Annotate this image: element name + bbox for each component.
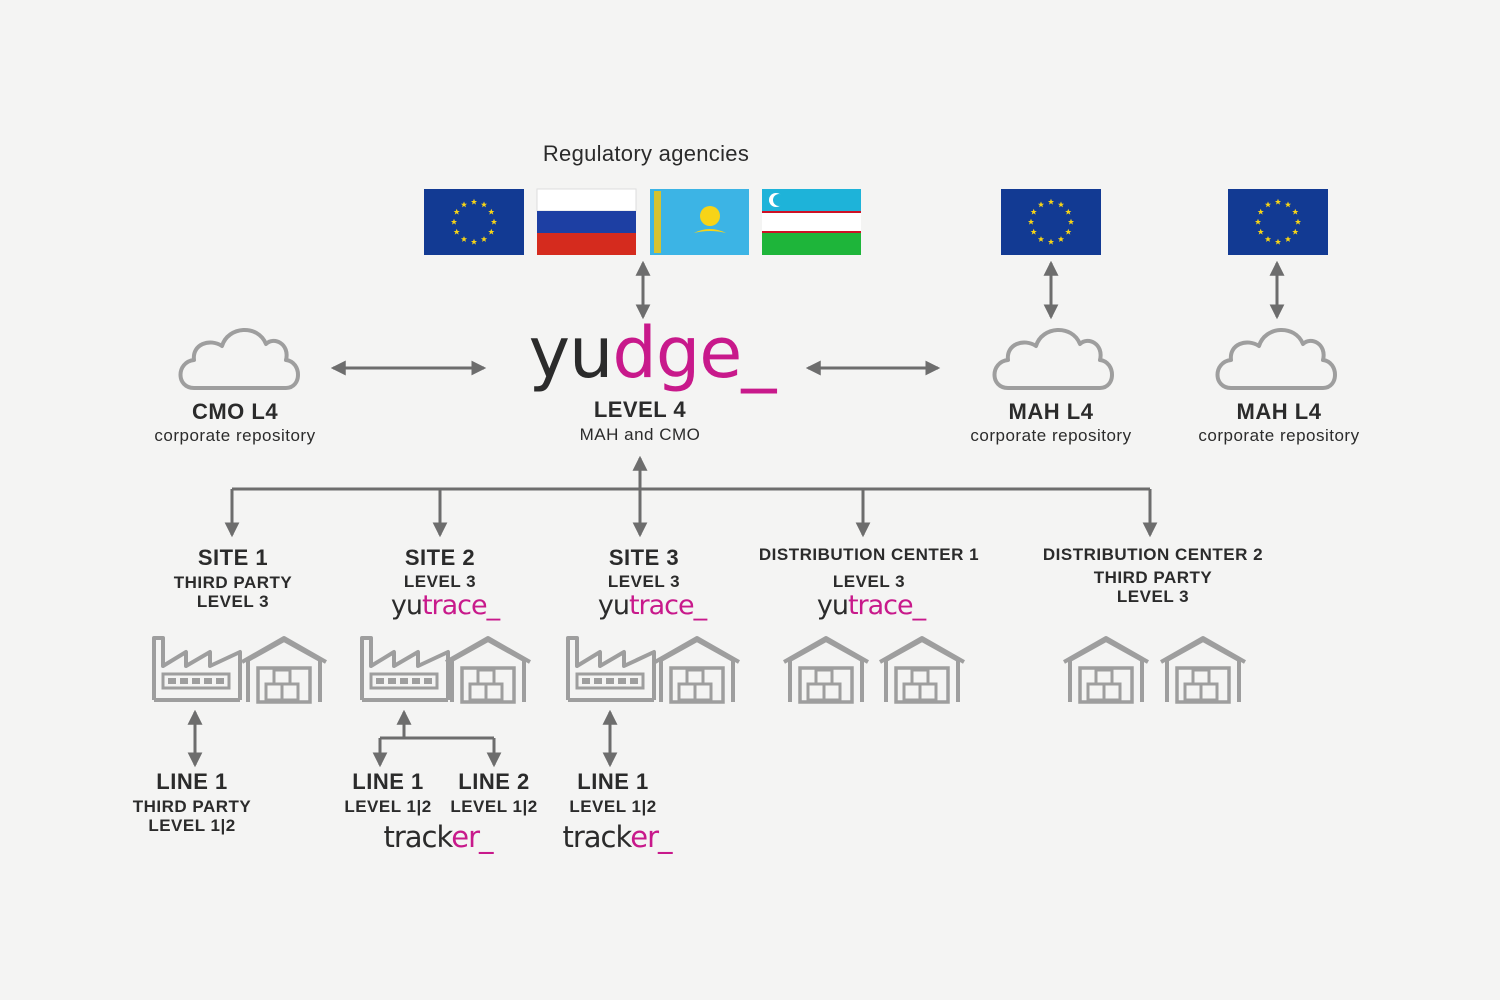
warehouse-icon [653,636,741,704]
dc2-line3: LEVEL 3 [1116,587,1190,606]
site3-line1-level: LEVEL 1|2 [569,797,657,816]
yudge-level: LEVEL 4 [593,397,687,422]
line-connectors [187,709,618,768]
mah1-repo-title: MAH L4 [1008,399,1094,424]
warehouse-icon [1062,636,1150,704]
yutrace-logo: yutrace_ [390,590,500,621]
yudge-sub: MAH and CMO [579,425,701,444]
cloud-icon [992,327,1114,390]
cmo-repo-sub: corporate repository [154,426,316,445]
regulatory-agencies-title: Regulatory agencies [542,141,750,166]
warehouse-icon [1159,636,1247,704]
mah2-repo-sub: corporate repository [1198,426,1360,445]
warehouse-icon [240,636,328,704]
cloud-icon [178,327,300,390]
russia-flag [536,188,637,255]
warehouse-icon [444,636,532,704]
dc1-title: DISTRIBUTION CENTER 1 [758,545,980,564]
site2-title: SITE 2 [404,545,476,570]
factory-icon [360,636,450,702]
site1-line3: LEVEL 3 [196,592,270,611]
factory-icon [566,636,656,702]
warehouse-icon [782,636,870,704]
site3-title: SITE 3 [608,545,680,570]
tracker-logo: tracker_ [562,820,672,854]
site2-line1-level: LEVEL 1|2 [344,797,432,816]
dc2-line2: THIRD PARTY [1093,568,1213,587]
tracker-logo: tracker_ [383,820,493,854]
kazakhstan-flag [650,189,749,255]
tree-connector [224,455,1158,538]
cmo-repo-title: CMO L4 [191,399,279,424]
dc2-title: DISTRIBUTION CENTER 2 [1042,545,1264,564]
eu-flag [1228,189,1328,255]
site1-title: SITE 1 [197,545,269,570]
uzbekistan-flag [762,189,861,255]
site2-line1-title: LINE 1 [352,769,424,794]
site3-line1-title: LINE 1 [577,769,649,794]
site1-line1-line2: THIRD PARTY [132,797,252,816]
site1-line1-title: LINE 1 [156,769,228,794]
yudge-logo: yudge_ [528,312,777,394]
eu-flag [424,189,524,255]
site1-line2: THIRD PARTY [173,573,293,592]
cloud-icon [1215,327,1337,390]
site1-line1-line3: LEVEL 1|2 [148,816,236,835]
yutrace-logo: yutrace_ [816,590,926,621]
mah2-repo-title: MAH L4 [1236,399,1322,424]
site2-line2-level: LEVEL 1|2 [450,797,538,816]
mah1-repo-sub: corporate repository [970,426,1132,445]
yutrace-logo: yutrace_ [597,590,707,621]
warehouse-icon [878,636,966,704]
factory-icon [152,636,242,702]
site2-line2: LEVEL 3 [403,572,477,591]
site3-line2: LEVEL 3 [607,572,681,591]
eu-flag [1001,189,1101,255]
dc1-line2: LEVEL 3 [832,572,906,591]
site2-line2-title: LINE 2 [458,769,530,794]
